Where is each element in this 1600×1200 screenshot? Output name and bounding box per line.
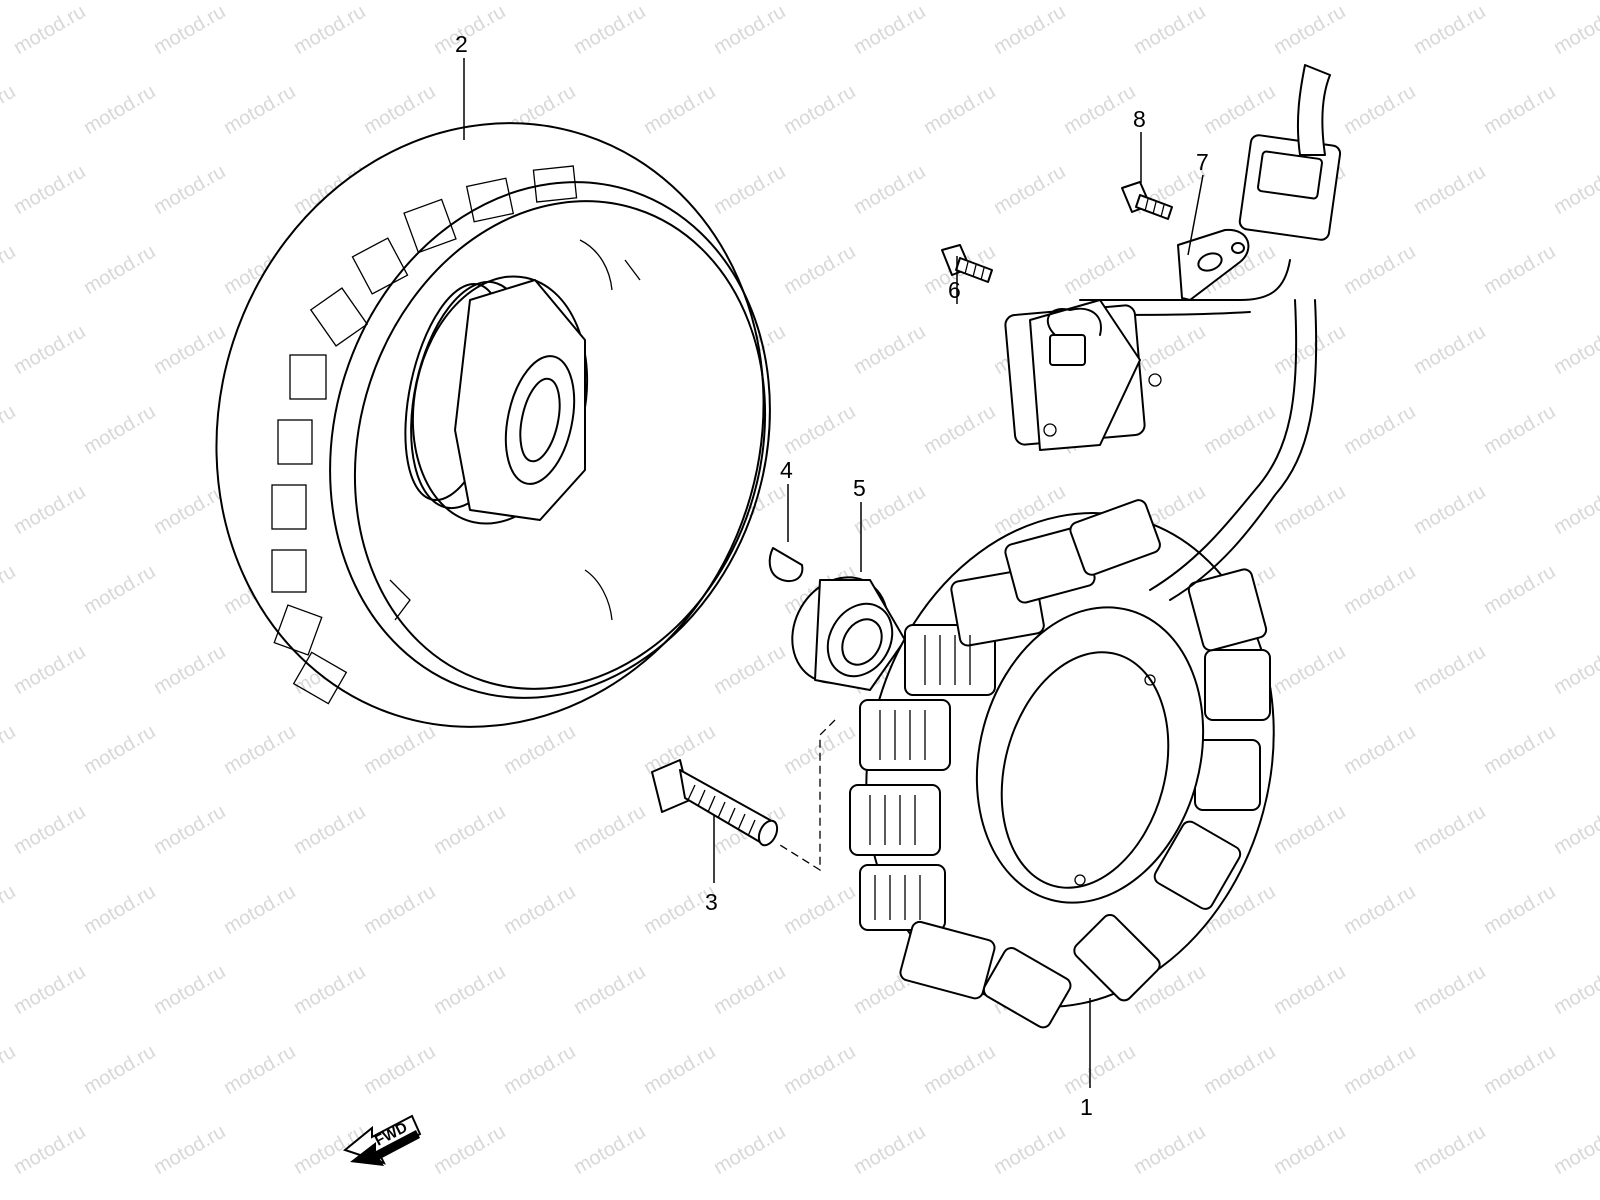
leader-7 xyxy=(1187,174,1204,256)
callout-5: 5 xyxy=(853,475,866,501)
bushing xyxy=(791,576,906,691)
bolt xyxy=(651,719,836,872)
leader-lines xyxy=(463,58,1204,1088)
screw-8 xyxy=(1121,181,1173,220)
woodruff-key xyxy=(768,547,804,583)
callout-8: 8 xyxy=(1133,106,1146,132)
stator-assembly xyxy=(849,64,1342,1029)
callout-labels: 1 2 3 4 5 6 7 8 xyxy=(455,31,1209,1120)
callout-6: 6 xyxy=(948,277,961,303)
clamp-plate xyxy=(1177,228,1250,301)
callout-4: 4 xyxy=(780,457,793,483)
callout-1: 1 xyxy=(1080,1094,1093,1120)
flywheel-rotor xyxy=(215,122,771,728)
callout-3: 3 xyxy=(705,889,718,915)
callout-2: 2 xyxy=(455,31,468,57)
forward-direction-arrow: FWD xyxy=(342,1114,422,1166)
callout-7: 7 xyxy=(1196,149,1209,175)
